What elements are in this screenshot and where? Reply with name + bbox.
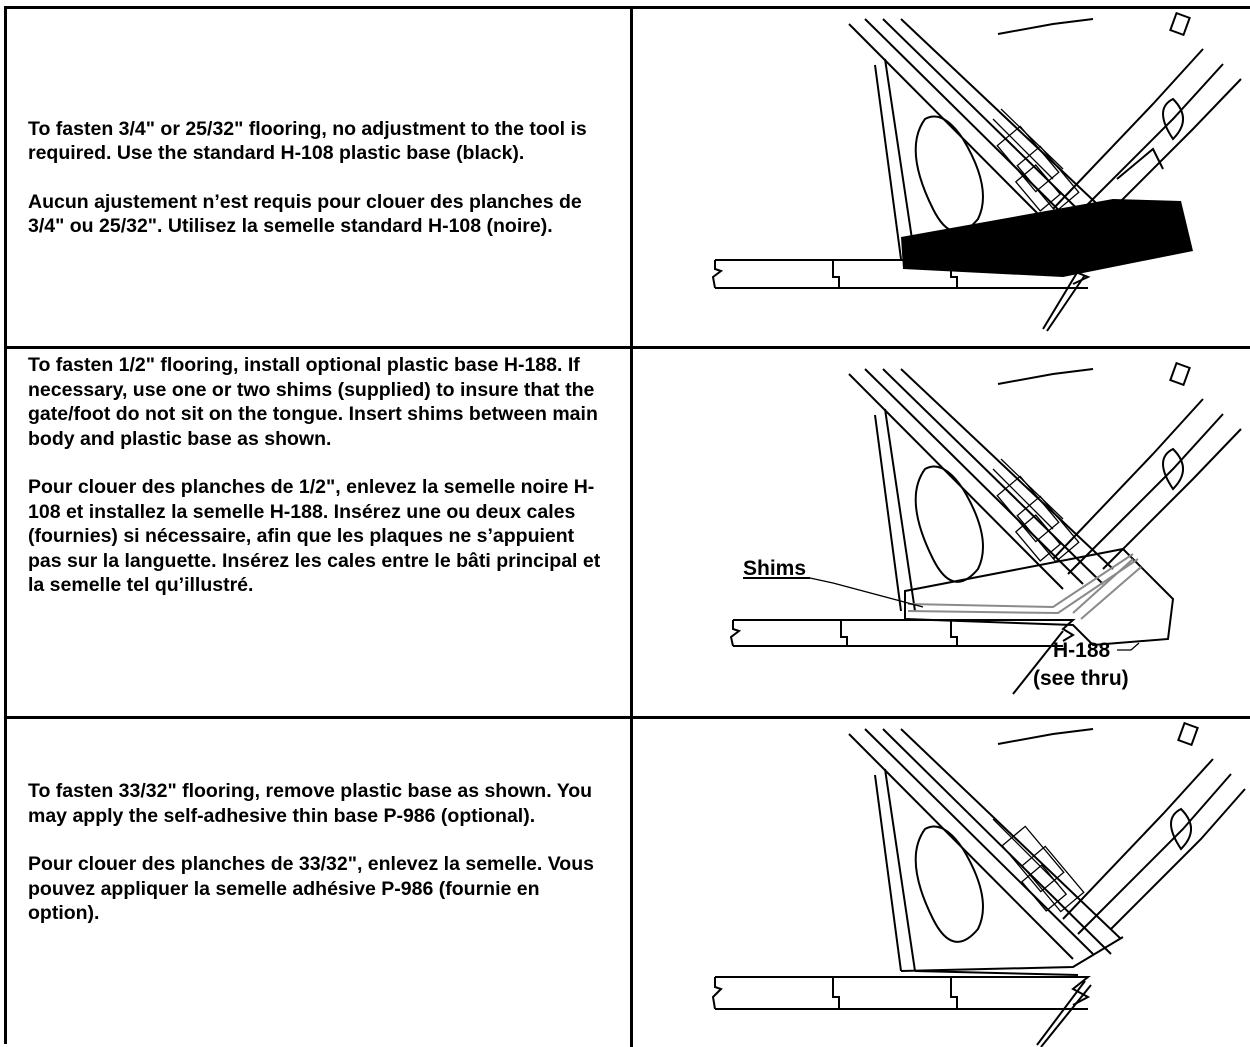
table-row-33-32-flooring: To fasten 33/32" flooring, remove plasti… bbox=[7, 719, 1250, 1047]
shims bbox=[907, 553, 1142, 620]
flooring-boards bbox=[711, 976, 1091, 1010]
tool-body bbox=[848, 11, 1242, 260]
nailer-standard-base-illustration bbox=[711, 11, 1242, 332]
nail bbox=[1042, 270, 1079, 330]
illustration-cell: Shims H-188 (see thru) bbox=[633, 349, 1250, 716]
shims-leader-line bbox=[809, 577, 924, 608]
instruction-text-cell: To fasten 3/4" or 25/32" flooring, no ad… bbox=[7, 9, 633, 346]
english-instruction: To fasten 33/32" flooring, remove plasti… bbox=[28, 780, 593, 827]
instruction-text-cell: To fasten 1/2" flooring, install optiona… bbox=[7, 349, 633, 716]
english-instruction: To fasten 3/4" or 25/32" flooring, no ad… bbox=[28, 117, 587, 165]
nailer-no-base-illustration bbox=[711, 721, 1246, 1047]
tool-body bbox=[848, 721, 1246, 976]
instruction-table: To fasten 3/4" or 25/32" flooring, no ad… bbox=[4, 6, 1250, 1047]
instruction-text-cell: To fasten 33/32" flooring, remove plasti… bbox=[7, 719, 633, 1047]
english-instruction: To fasten 1/2" flooring, install optiona… bbox=[28, 354, 598, 450]
table-row-1-2-flooring: To fasten 1/2" flooring, install optiona… bbox=[7, 349, 1250, 719]
illustration-cell bbox=[633, 9, 1250, 346]
flooring-boards bbox=[729, 619, 1076, 647]
table-row-3-4-flooring: To fasten 3/4" or 25/32" flooring, no ad… bbox=[7, 9, 1250, 349]
see-thru-label: (see thru) bbox=[1033, 667, 1129, 690]
shims-label: Shims bbox=[743, 557, 806, 580]
french-instruction: Aucun ajustement n’est requis pour cloue… bbox=[28, 190, 582, 238]
french-instruction: Pour clouer des planches de 1/2", enleve… bbox=[28, 476, 601, 596]
tool-body bbox=[848, 361, 1242, 612]
nailer-h188-base-illustration: Shims H-188 (see thru) bbox=[729, 361, 1242, 695]
french-instruction: Pour clouer des planches de 33/32", enle… bbox=[28, 853, 594, 924]
base-label: H-188 bbox=[1053, 639, 1111, 662]
black-plastic-base bbox=[901, 199, 1193, 277]
nail bbox=[1012, 630, 1064, 695]
illustration-cell bbox=[633, 719, 1250, 1047]
nail bbox=[1036, 980, 1086, 1046]
